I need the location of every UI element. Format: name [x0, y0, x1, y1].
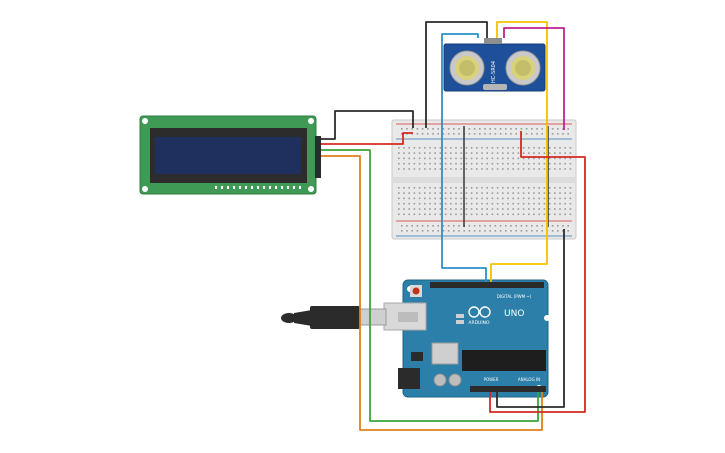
arduino-uno: DIGITAL (PWM ~) ARDUINO UNO POWER ANALOG… [383, 279, 550, 398]
arduino-logo [468, 306, 491, 318]
wire-black-lcd-gnd [321, 110, 414, 140]
arduino-digital-header [430, 282, 544, 288]
lcd-screen [155, 137, 301, 174]
breadboard [391, 119, 577, 240]
arduino-model: UNO [504, 309, 524, 319]
wire-black-arduino-gnd [496, 229, 565, 408]
wire-red-lcd-vcc [321, 132, 413, 145]
arduino-power-label: POWER [484, 377, 499, 382]
arduino-brand: ARDUINO [468, 320, 490, 326]
lcd-i2c-header [315, 136, 321, 178]
wire-black-sensor-gnd [425, 21, 488, 128]
breadboard-holes [398, 128, 572, 232]
atmega-chip [462, 350, 546, 371]
arduino-digital-label: DIGITAL (PWM ~) [497, 294, 532, 299]
lcd-bottom-pins [215, 186, 301, 189]
ultrasonic-sensor: HC-SR04 [443, 38, 546, 92]
wires [321, 21, 586, 431]
arduino-analog-header [512, 386, 546, 392]
power-jack [398, 368, 420, 389]
wire-blue-sensor-vcc [441, 33, 487, 282]
wire-red-arduino-5v [489, 131, 586, 413]
arduino-power-header [470, 386, 512, 392]
sensor-label: HC-SR04 [491, 61, 497, 83]
wire-orange-lcd-scl [321, 155, 543, 431]
usb-cable [281, 306, 387, 329]
wire-magenta-sensor-echo [503, 27, 565, 130]
arduino-analog-label: ANALOG IN [518, 377, 540, 382]
lcd-module [139, 115, 321, 195]
wire-yellow-sensor-trig [490, 21, 548, 282]
